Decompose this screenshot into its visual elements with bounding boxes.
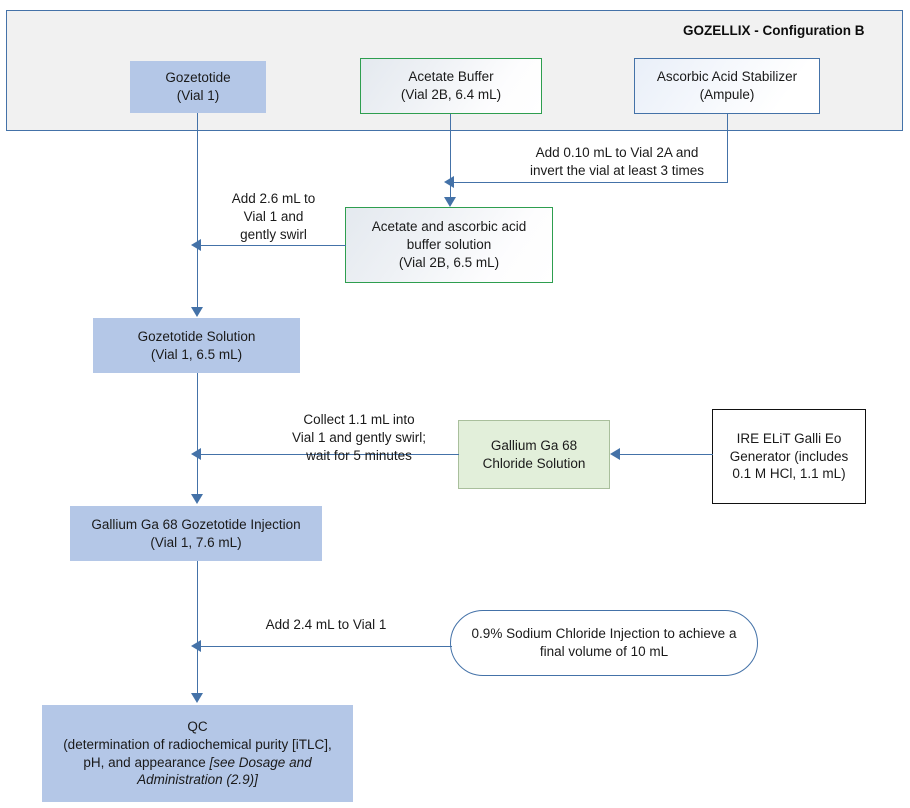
edge-gallium-to-trunk xyxy=(199,454,459,455)
node-qc-label: QC (determination of radiochemical purit… xyxy=(48,718,347,789)
node-gozetotide-label: Gozetotide (Vial 1) xyxy=(165,70,231,103)
arrowhead-to-gozetotide-solution xyxy=(191,307,203,317)
node-acetate-buffer-label: Acetate Buffer (Vial 2B, 6.4 mL) xyxy=(400,69,502,102)
edge-generator-to-gallium xyxy=(620,454,713,455)
edge-ascorbic-left xyxy=(452,182,728,183)
node-gozetotide-solution-label: Gozetotide Solution (Vial 1, 6.5 mL) xyxy=(137,328,256,362)
arrowhead-gallium-to-trunk xyxy=(191,448,201,460)
edge-label-add-26: Add 2.6 mL to Vial 1 and gently swirl xyxy=(231,191,316,243)
qc-line-3: pH, and appearance xyxy=(83,754,210,770)
arrowhead-generator-to-gallium xyxy=(610,448,620,460)
arrowhead-saline-to-trunk xyxy=(191,640,201,652)
edge-solution-to-injection xyxy=(197,373,198,495)
edge-label-add-24: Add 2.4 mL to Vial 1 xyxy=(265,617,387,632)
edge-saline-to-trunk xyxy=(199,646,452,647)
node-injection: Gallium Ga 68 Gozetotide Injection (Vial… xyxy=(70,506,322,561)
node-gozetotide: Gozetotide (Vial 1) xyxy=(130,61,266,113)
qc-line-2: (determination of radiochemical purity [… xyxy=(63,736,332,752)
arrowhead-to-qc xyxy=(191,693,203,703)
node-ascorbic-acid-label: Ascorbic Acid Stabilizer (Ampule) xyxy=(656,69,798,102)
node-gozetotide-solution: Gozetotide Solution (Vial 1, 6.5 mL) xyxy=(93,318,300,373)
node-gallium-chloride-solution: Gallium Ga 68 Chloride Solution xyxy=(458,420,610,489)
edge-acetate-buffer-down xyxy=(450,114,451,204)
node-acetate-buffer: Acetate Buffer (Vial 2B, 6.4 mL) xyxy=(360,58,542,114)
qc-line-4: [see Dosage and xyxy=(209,754,312,770)
arrowhead-buffer-to-trunk xyxy=(191,239,201,251)
edge-ascorbic-down xyxy=(727,114,728,183)
edge-buffer-to-trunk xyxy=(199,245,346,246)
arrowhead-to-injection xyxy=(191,494,203,504)
node-sodium-chloride: 0.9% Sodium Chloride Injection to achiev… xyxy=(450,610,758,676)
edge-gozetotide-trunk xyxy=(197,113,198,308)
arrowhead-ascorbic-join xyxy=(444,176,454,188)
arrowhead-to-buffer-solution xyxy=(444,197,456,207)
node-generator: IRE ELiT Galli Eo Generator (includes 0.… xyxy=(712,409,866,504)
node-buffer-solution: Acetate and ascorbic acid buffer solutio… xyxy=(345,207,553,283)
node-buffer-solution-label: Acetate and ascorbic acid buffer solutio… xyxy=(371,219,527,270)
edge-label-add-010: Add 0.10 mL to Vial 2A and invert the vi… xyxy=(529,145,705,179)
qc-line-1: QC xyxy=(187,718,208,734)
node-gallium-chloride-label: Gallium Ga 68 Chloride Solution xyxy=(482,437,586,471)
node-ascorbic-acid-stabilizer: Ascorbic Acid Stabilizer (Ampule) xyxy=(634,58,820,114)
node-sodium-chloride-label: 0.9% Sodium Chloride Injection to achiev… xyxy=(471,626,737,659)
edge-injection-to-qc xyxy=(197,561,198,694)
node-injection-label: Gallium Ga 68 Gozetotide Injection (Vial… xyxy=(91,516,301,550)
qc-line-5: Administration (2.9)] xyxy=(137,772,258,788)
edge-label-collect-11: Collect 1.1 mL into Vial 1 and gently sw… xyxy=(291,412,427,464)
node-generator-label: IRE ELiT Galli Eo Generator (includes 0.… xyxy=(729,430,849,482)
node-qc: QC (determination of radiochemical purit… xyxy=(42,705,353,802)
panel-title: GOZELLIX - Configuration B xyxy=(683,23,865,38)
